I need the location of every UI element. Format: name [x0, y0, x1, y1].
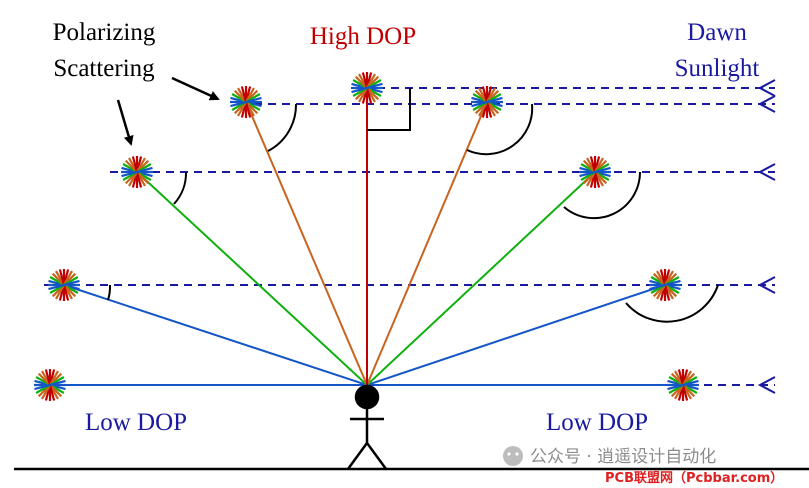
starburst-icon	[579, 156, 611, 188]
arc-green-right	[563, 171, 642, 220]
arc-orange-right	[466, 103, 534, 156]
chevron-left-icon	[757, 95, 776, 113]
chevron-left-icon	[757, 376, 776, 394]
stick-figure-icon	[346, 384, 388, 470]
ray-orange-left	[245, 101, 368, 386]
ray-blue-right	[366, 284, 666, 386]
label-polarizing: Polarizing	[53, 19, 156, 46]
ray-orange-right	[366, 101, 488, 386]
pointer-arrow-icon	[171, 76, 220, 101]
observer-head	[354, 384, 380, 410]
label-dawn: Dawn	[687, 19, 747, 46]
arc-orange-left	[267, 103, 298, 152]
sunlight-dashed-lines	[44, 87, 775, 386]
arc-blue-right	[625, 284, 719, 323]
chevron-left-icon	[757, 79, 776, 97]
pointer-arrow-icons	[116, 76, 220, 146]
right-angle-marker	[367, 88, 411, 131]
label-low-dop-left: Low DOP	[85, 409, 187, 436]
watermark: 公众号 · 逍遥设计自动化 PCB联盟网（Pcbbar.com）	[503, 446, 783, 486]
arc-blue-left	[107, 284, 112, 301]
scatter-starbursts	[34, 72, 699, 401]
observer-leg-right	[365, 442, 388, 470]
label-high-dop: High DOP	[310, 23, 416, 50]
label-sunlight: Sunlight	[675, 55, 760, 82]
wechat-icon	[503, 446, 523, 466]
ray-blue-left	[63, 284, 368, 386]
watermark-text: 公众号 · 逍遥设计自动化	[530, 447, 716, 467]
starburst-icon	[471, 86, 503, 118]
label-low-dop-right: Low DOP	[546, 409, 648, 436]
observer-leg-left	[346, 442, 369, 470]
ray-green-right	[366, 171, 596, 386]
label-scattering: Scattering	[53, 55, 155, 82]
starburst-icon	[34, 369, 66, 401]
pointer-arrow-icon	[116, 99, 134, 146]
starburst-icon	[351, 72, 383, 104]
ray-green-left	[136, 171, 368, 386]
arc-green-left	[173, 171, 188, 205]
starburst-icon	[649, 269, 681, 301]
chevron-left-icon	[757, 163, 776, 181]
starburst-icon	[667, 369, 699, 401]
starburst-icon	[230, 86, 262, 118]
starburst-icon	[48, 269, 80, 301]
chevron-left-icon	[757, 276, 776, 294]
scatter-rays	[50, 88, 683, 386]
watermark-badge: PCB联盟网（Pcbbar.com）	[605, 470, 783, 486]
starburst-icon	[121, 156, 153, 188]
chevron-left-icons	[757, 79, 776, 394]
angle-arcs	[107, 103, 719, 323]
